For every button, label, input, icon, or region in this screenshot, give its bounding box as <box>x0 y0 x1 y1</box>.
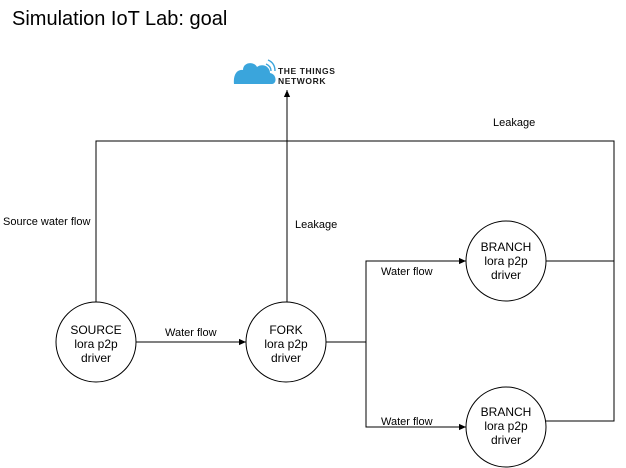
node-fork-line3: driver <box>271 351 301 365</box>
ttn-label-line2: NETWORK <box>278 76 326 86</box>
signal-icon <box>265 59 276 72</box>
node-branch-bottom-line3: driver <box>491 433 521 447</box>
node-branch-bottom: BRANCH lora p2p driver <box>465 386 547 468</box>
label-source-water-flow: Source water flow <box>3 216 90 228</box>
ttn-label-line1: THE THINGS <box>278 66 335 76</box>
label-fork-to-branch-top: Water flow <box>381 266 433 278</box>
node-branch-top-line2: lora p2p <box>484 254 528 268</box>
node-source-line2: lora p2p <box>74 337 118 351</box>
label-fork-to-branch-bottom: Water flow <box>381 416 433 428</box>
label-source-to-fork: Water flow <box>165 327 217 339</box>
label-fork-leakage: Leakage <box>295 219 337 231</box>
edge-fork-to-branch-top <box>365 257 466 342</box>
node-source-name: SOURCE <box>70 323 121 337</box>
node-source: SOURCE lora p2p driver <box>55 301 137 383</box>
node-fork-line2: lora p2p <box>264 337 308 351</box>
edge-leakage-bus <box>95 140 615 422</box>
edge-fork-to-branch-bottom <box>365 342 466 431</box>
cloud-icon <box>233 63 276 84</box>
node-fork-name: FORK <box>269 323 302 337</box>
node-branch-top: BRANCH lora p2p driver <box>465 220 547 302</box>
node-branch-top-line3: driver <box>491 268 521 282</box>
node-branch-top-name: BRANCH <box>481 240 532 254</box>
ttn-logo: THE THINGS NETWORK <box>233 59 335 86</box>
label-leakage-bus: Leakage <box>493 117 535 129</box>
page-title: Simulation IoT Lab: goal <box>12 8 228 30</box>
node-branch-bottom-name: BRANCH <box>481 405 532 419</box>
node-fork: FORK lora p2p driver <box>245 301 327 383</box>
node-branch-bottom-line2: lora p2p <box>484 419 528 433</box>
node-source-line3: driver <box>81 351 111 365</box>
